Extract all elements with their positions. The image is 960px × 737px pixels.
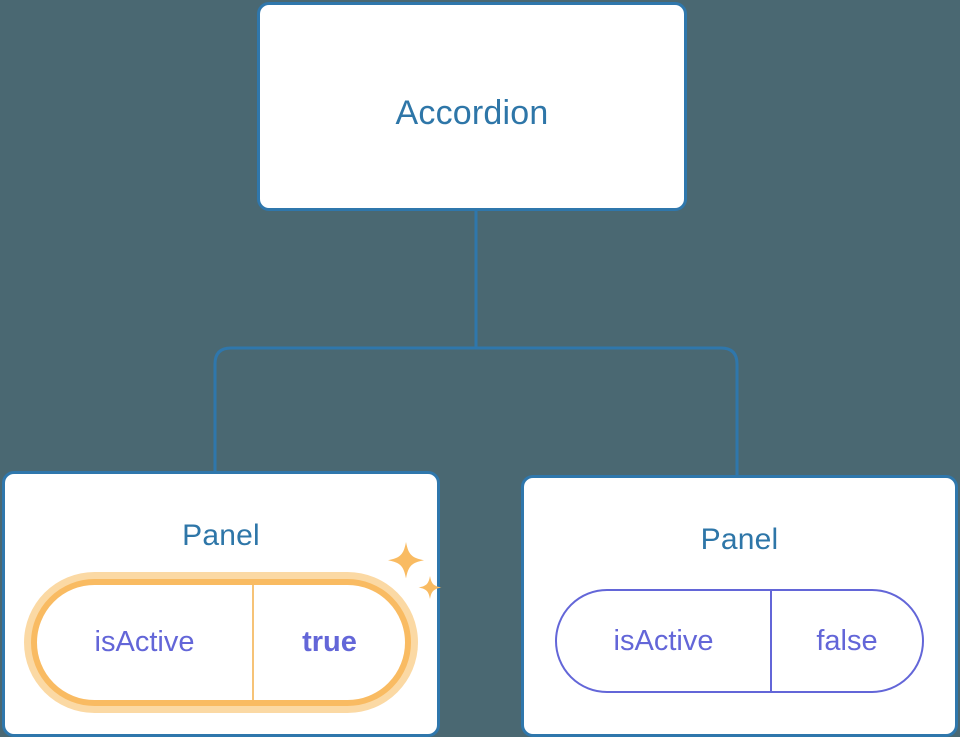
node-accordion[interactable]: Accordion [257,2,687,211]
prop-value-label: false [770,591,922,691]
node-accordion-title: Accordion [395,94,549,132]
connector-branch-right [474,346,739,480]
connector-branch-left [213,346,478,476]
prop-key-label: isActive [94,626,195,658]
node-panel-inactive-title: Panel [700,523,779,556]
prop-key-label: isActive [613,624,714,657]
prop-pill-isactive-false[interactable]: isActive false [555,589,924,693]
prop-value-label: true [252,585,405,700]
node-panel-active-title: Panel [182,519,260,552]
prop-pill-isactive-true[interactable]: isActive true [31,579,411,706]
